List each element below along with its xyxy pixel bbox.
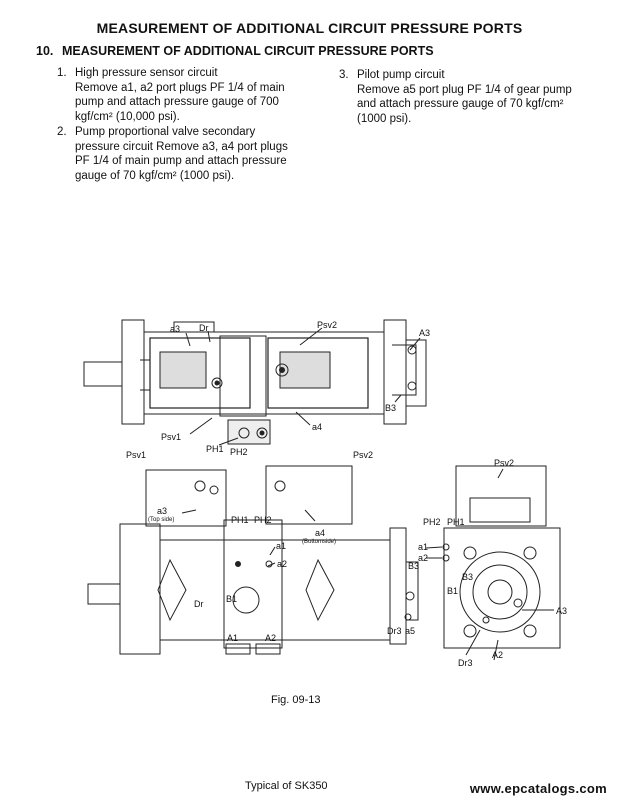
list-item-line: (1000 psi). xyxy=(357,112,412,125)
pump-side-view xyxy=(442,465,561,649)
label-B3-front: B3 xyxy=(408,561,419,571)
label-A2-front: A2 xyxy=(265,633,276,643)
watermark-text: www.epcatalogs.com xyxy=(469,781,607,796)
label-top-side: (Top side) xyxy=(148,517,174,523)
label-a3-top: a3 xyxy=(170,324,180,334)
label-B3-top: B3 xyxy=(385,403,396,413)
label-A1-front: A1 xyxy=(227,633,238,643)
pump-front-view xyxy=(87,465,419,655)
label-ph1-top: PH1 xyxy=(206,444,224,454)
list-item-3: 3. Pilot pump circuit Remove a5 port plu… xyxy=(339,68,589,126)
label-Dr3-front: Dr3 xyxy=(387,626,402,636)
label-bottom-side: (Bottomside) xyxy=(302,539,336,545)
label-B3-side: B3 xyxy=(462,572,473,582)
footer-caption: Typical of SK350 xyxy=(245,780,328,792)
label-A2-side: A2 xyxy=(492,650,503,660)
label-ph1-front: PH1 xyxy=(231,515,249,525)
label-B1-side: B1 xyxy=(447,586,458,596)
list-item-line: pump and attach pressure gauge of 700 xyxy=(75,96,279,108)
list-item-2: 2. Pump proportional valve secondary pre… xyxy=(57,125,317,183)
label-a1-side: a1 xyxy=(418,542,428,552)
label-ph2-side: PH2 xyxy=(423,517,441,527)
label-A3-top: A3 xyxy=(419,328,430,338)
page-title: MEASUREMENT OF ADDITIONAL CIRCUIT PRESSU… xyxy=(96,20,523,36)
list-item-1: 1. High pressure sensor circuit Remove a… xyxy=(57,66,317,124)
label-A3-side: A3 xyxy=(556,606,567,616)
label-a4-front: a4 xyxy=(315,528,325,538)
label-psv2-top: Psv2 xyxy=(317,320,337,330)
label-psv2-mid: Psv2 xyxy=(353,450,373,460)
list-item-number: 2. xyxy=(57,126,67,138)
list-item-line: Remove a1, a2 port plugs PF 1/4 of main xyxy=(75,81,285,94)
section-title: MEASUREMENT OF ADDITIONAL CIRCUIT PRESSU… xyxy=(62,44,434,58)
label-a2-side: a2 xyxy=(418,553,428,563)
label-a4-top: a4 xyxy=(312,422,322,432)
label-a3-front: a3 xyxy=(157,506,167,516)
section-heading: 10. MEASUREMENT OF ADDITIONAL CIRCUIT PRE… xyxy=(36,44,434,58)
list-item-line: and attach pressure gauge of 70 kgf/cm² xyxy=(357,98,564,110)
label-ph2-top: PH2 xyxy=(230,447,248,457)
label-psv1-top: Psv1 xyxy=(161,432,181,442)
label-a5-front: a5 xyxy=(405,626,415,636)
label-a1-front: a1 xyxy=(276,541,286,551)
label-dr-front: Dr xyxy=(194,599,204,609)
list-item-line: High pressure sensor circuit xyxy=(75,67,218,79)
list-item-line: PF 1/4 of main pump and attach pressure xyxy=(75,155,287,167)
figure-caption: Fig. 09-13 xyxy=(271,694,321,706)
pump-top-view xyxy=(83,319,427,445)
list-item-line: kgf/cm² (10,000 psi). xyxy=(75,110,180,123)
label-psv2-side: Psv2 xyxy=(494,458,514,468)
list-item-line: gauge of 70 kgf/cm² (1000 psi). xyxy=(75,169,235,182)
label-ph1-side: PH1 xyxy=(447,517,465,527)
list-item-line: Pump proportional valve secondary xyxy=(75,126,256,138)
label-dr-top: Dr xyxy=(199,323,209,333)
list-item-line: pressure circuit Remove a3, a4 port plug… xyxy=(75,140,288,153)
list-item-line: Remove a5 port plug PF 1/4 of gear pump xyxy=(357,83,572,96)
label-B1-front: B1 xyxy=(226,594,237,604)
list-item-line: Pilot pump circuit xyxy=(357,69,445,81)
label-psv1-mid: Psv1 xyxy=(126,450,146,460)
label-ph2-front: PH2 xyxy=(254,515,272,525)
section-number: 10. xyxy=(36,44,54,58)
label-a2-front: a2 xyxy=(277,559,287,569)
list-item-number: 3. xyxy=(339,69,349,81)
list-item-number: 1. xyxy=(57,67,67,79)
label-Dr3-side: Dr3 xyxy=(458,658,473,668)
